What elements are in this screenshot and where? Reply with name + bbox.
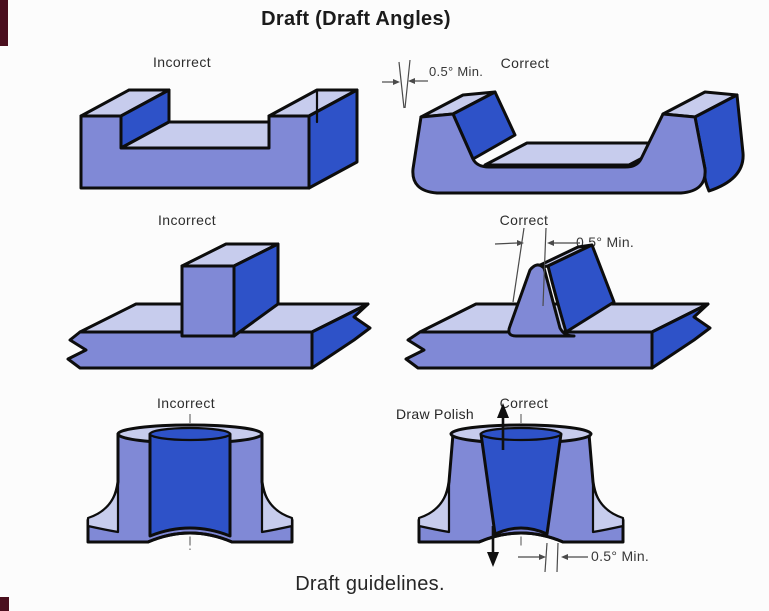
draw-polish-label: Draw Polish: [396, 406, 474, 422]
page-caption: Draft guidelines.: [295, 573, 445, 595]
figure-boss-correct: [411, 412, 631, 552]
draw-direction-up-arrow: [495, 400, 513, 452]
draw-direction-down-arrow: [485, 524, 503, 570]
draft-angle-lines-boss: [516, 540, 592, 574]
page-edge-mark-top-left: [0, 0, 8, 46]
figure-u-channel-incorrect: [75, 82, 370, 194]
label-u-channel-correct: Correct: [500, 55, 550, 71]
page-title: Draft (Draft Angles): [261, 8, 451, 30]
figure-rib-incorrect: [62, 240, 380, 372]
page-edge-mark-bottom-left: [0, 597, 9, 611]
draft-angle-value-boss: 0.5° Min.: [591, 548, 650, 564]
label-boss-correct: Correct: [499, 395, 549, 411]
label-u-channel-incorrect: Incorrect: [152, 54, 212, 70]
figure-u-channel-correct: [393, 85, 745, 205]
label-rib-incorrect: Incorrect: [157, 212, 217, 228]
label-rib-correct: Correct: [499, 212, 549, 228]
figure-boss-incorrect: [80, 412, 300, 552]
draft-angle-lines-rib: [493, 226, 583, 310]
figure-rib-correct: [400, 240, 750, 372]
label-boss-incorrect: Incorrect: [156, 395, 216, 411]
draft-angle-lines-u-channel: [381, 56, 436, 112]
draft-angle-value-u-channel: 0.5° Min.: [429, 64, 484, 79]
